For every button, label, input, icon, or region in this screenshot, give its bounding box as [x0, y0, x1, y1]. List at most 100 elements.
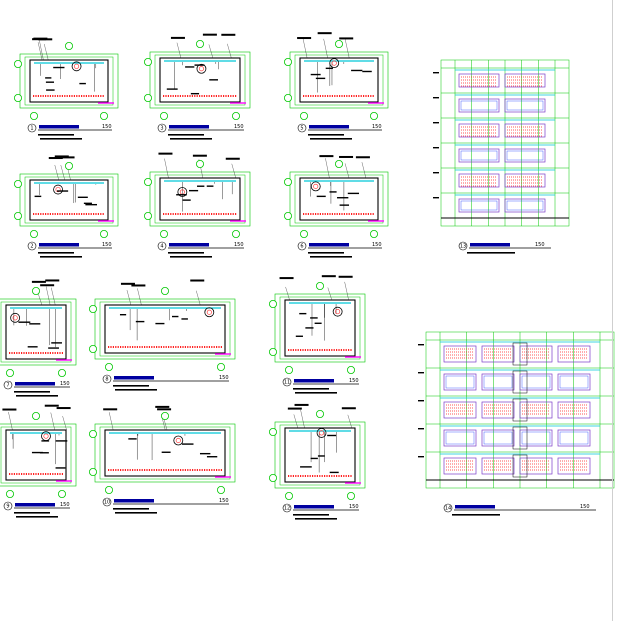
dimension-frame: [0, 423, 77, 487]
column-symbol: [196, 63, 207, 74]
room-text-block: [194, 64, 205, 66]
plan-number-bubble: [282, 503, 292, 513]
glass-pane: [559, 375, 589, 389]
grid-bubble: [268, 473, 277, 482]
grid-bubble: [346, 491, 355, 500]
window-frame: [481, 373, 515, 391]
plan-scale: 150: [372, 242, 382, 248]
plan-title-text: [15, 503, 55, 507]
grid-line-frame: [294, 174, 384, 224]
room-text-block: [325, 67, 333, 70]
room-text-block: [171, 315, 179, 318]
leader-line: [137, 288, 142, 306]
grid-bubble: [160, 286, 169, 295]
plan-title-text: [15, 382, 55, 386]
note-text-block: [287, 407, 302, 410]
grid-bubble: [299, 229, 308, 238]
note-text-block: [221, 33, 236, 36]
plan-scale: 150: [60, 381, 70, 387]
grid-bubble: [32, 286, 41, 295]
grid-bubble: [159, 112, 168, 121]
plan-number: 11: [284, 380, 290, 386]
plan-number: 4: [160, 244, 163, 250]
plan-title-text: [309, 125, 349, 129]
leader-line: [300, 409, 305, 429]
level-text: [433, 97, 439, 99]
plan-title-text: [309, 243, 349, 247]
plan-note-text: [168, 134, 204, 136]
dimension-frame: [94, 423, 236, 483]
note-text-block: [120, 282, 135, 285]
grid-bubble: [89, 467, 98, 476]
room-text-block: [190, 92, 200, 95]
dimension-frame: [274, 293, 366, 363]
elevation-scale: 150: [535, 242, 545, 248]
grid-bubble: [283, 58, 292, 67]
elevation-note-text: [467, 252, 515, 254]
grid-bubble: [143, 211, 152, 220]
dimension-frame: [19, 53, 119, 109]
room-text-block: [41, 440, 50, 442]
window-frame: [443, 429, 477, 447]
grid-bubble: [284, 365, 293, 374]
room-text-block: [199, 452, 211, 455]
column-symbol-inner: [331, 60, 337, 66]
plan-note-text: [170, 138, 212, 140]
plan-note-text: [308, 252, 344, 254]
note-text-block: [294, 403, 309, 406]
grid-bubble: [143, 177, 152, 186]
note-text-block: [60, 156, 75, 159]
plan-title-text: [39, 125, 79, 129]
elevation-title-text: [455, 505, 495, 509]
grid-bubble: [231, 229, 240, 238]
window-frame: [504, 123, 546, 138]
note-text-block: [155, 405, 170, 408]
column-symbol-inner: [74, 63, 80, 69]
room-text-block: [316, 195, 326, 198]
plan-number-bubble: [297, 241, 307, 251]
plan-note-text: [168, 252, 204, 254]
room-text-block: [128, 438, 137, 440]
room-text-block: [182, 199, 191, 201]
grid-bubble: [13, 94, 22, 103]
grid-bubble: [29, 229, 38, 238]
grid-bubble: [100, 112, 109, 121]
plan-number: 3: [160, 126, 163, 132]
note-text-block: [279, 277, 294, 280]
stair-core: [512, 370, 528, 394]
plan-note-text: [310, 138, 352, 140]
grid-line-frame: [294, 54, 384, 106]
wall-outline: [29, 179, 109, 221]
wall-outline: [159, 57, 241, 103]
wall-outline: [29, 59, 109, 103]
room-text-block: [347, 192, 360, 195]
note-text-block: [297, 37, 312, 40]
room-text-block: [300, 466, 312, 468]
wall-outline: [104, 429, 226, 477]
room-text-block: [176, 194, 187, 196]
column-symbol-inner: [335, 309, 341, 315]
window-frame: [557, 345, 591, 363]
note-text-block: [341, 407, 356, 410]
level-text: [433, 122, 439, 124]
grid-bubble: [315, 281, 324, 290]
window-frame: [504, 173, 546, 188]
leader-line: [302, 38, 308, 59]
window-frame: [519, 457, 553, 475]
plan-scale: 150: [219, 498, 229, 504]
level-text: [433, 147, 439, 149]
plan-number-bubble: [102, 497, 112, 507]
room-text-block: [55, 467, 66, 469]
note-text-block: [355, 156, 370, 159]
grid-bubble: [283, 177, 292, 186]
plan-number-bubble: [27, 241, 37, 251]
room-text-block: [299, 312, 307, 315]
window-frame: [458, 98, 500, 113]
grid-bubble: [231, 112, 240, 121]
sheet-border-line: [612, 0, 613, 621]
leader-line: [60, 164, 65, 181]
room-text-block: [31, 451, 43, 454]
wall-outline: [104, 304, 226, 354]
